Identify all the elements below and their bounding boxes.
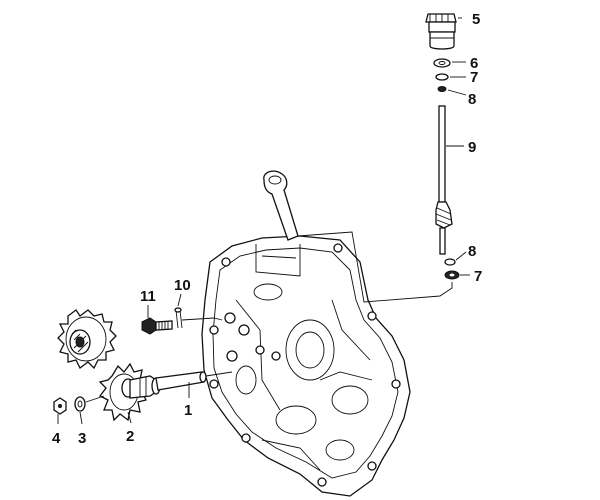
part-10-pin <box>174 307 223 329</box>
callout-2: 2 <box>126 428 134 445</box>
callout-7-upper: 7 <box>470 69 478 86</box>
cable-routing-leader <box>297 231 453 303</box>
part-3-washer <box>74 395 105 412</box>
callout-6: 6 <box>470 55 478 72</box>
part-5-cable-nut <box>425 13 457 50</box>
part-9-drive-shaft <box>435 105 453 255</box>
callout-8-lower: 8 <box>468 243 476 260</box>
callout-7-lower: 7 <box>474 268 482 285</box>
callout-11: 11 <box>140 288 156 305</box>
callout-leaders <box>57 17 470 425</box>
callout-1: 1 <box>184 402 192 419</box>
part-2-gear <box>98 362 161 422</box>
shift-lever-arm <box>263 170 299 241</box>
callout-8-upper: 8 <box>468 91 476 108</box>
callout-10: 10 <box>174 277 191 294</box>
part-6-washer <box>433 58 451 68</box>
part-7-seal-upper <box>435 73 449 81</box>
part-11-bolt <box>141 317 173 335</box>
part-4-nut <box>53 397 67 415</box>
callout-labels: 5 6 7 8 9 8 7 10 11 1 2 3 4 <box>52 11 482 447</box>
part-7-seal-lower <box>444 270 460 280</box>
callout-4: 4 <box>52 430 61 447</box>
callout-3: 3 <box>78 430 86 447</box>
engine-housing <box>201 235 411 497</box>
callout-5: 5 <box>472 11 480 28</box>
part-1-shaft <box>155 371 233 391</box>
part-8-o-ring-upper <box>437 86 447 92</box>
callout-9: 9 <box>468 139 476 156</box>
rear-sprocket <box>57 309 117 370</box>
part-8-o-ring-lower <box>444 258 456 266</box>
